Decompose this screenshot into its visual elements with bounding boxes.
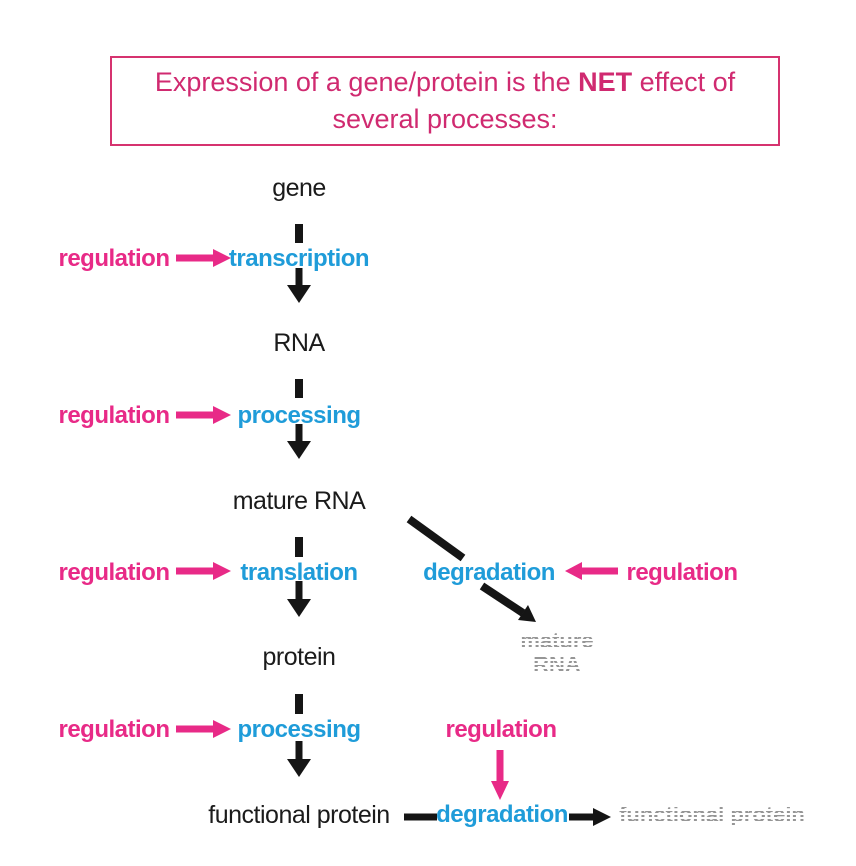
degraded-mature-rna-line2: RNA <box>533 652 581 677</box>
title-bold-net: NET <box>578 67 633 97</box>
process-rna-degradation: degradation <box>423 559 555 586</box>
process-transcription: transcription <box>228 245 370 272</box>
node-protein: protein <box>262 643 336 671</box>
transcription-flow-arrow <box>287 224 311 303</box>
regulation-label-rna-processing: regulation <box>58 402 170 429</box>
regulation-label-translation: regulation <box>58 559 170 586</box>
title-pre: Expression of a gene/protein is the <box>154 67 579 97</box>
regulation-arrow-rna-processing <box>176 406 231 424</box>
title-post: effect of several processes: <box>332 67 736 134</box>
process-translation: translation <box>240 559 358 586</box>
degraded-functional-protein: functional protein <box>582 803 842 827</box>
regulation-label-rna-degradation: regulation <box>626 559 738 586</box>
page-title: Expression of a gene/protein is the NET … <box>126 64 764 138</box>
degraded-mature-rna: mature RNA <box>497 629 617 677</box>
protein-processing-flow-arrow <box>287 694 311 777</box>
regulation-arrow-translation <box>176 562 231 580</box>
degraded-mature-rna-line1: mature <box>520 628 594 653</box>
process-protein-degradation: degradation <box>436 801 568 828</box>
title-box: Expression of a gene/protein is the NET … <box>110 56 780 146</box>
rna-processing-flow-arrow <box>287 379 311 459</box>
regulation-arrow-rna-degradation <box>565 562 618 580</box>
regulation-arrow-protein-degradation <box>491 750 509 800</box>
node-gene: gene <box>272 174 326 202</box>
protein-degradation-horizontal-arrow <box>404 808 611 826</box>
regulation-label-protein-degradation: regulation <box>445 716 557 743</box>
regulation-label-protein-processing: regulation <box>58 716 170 743</box>
process-protein-processing: processing <box>237 716 361 743</box>
node-rna: RNA <box>273 329 325 357</box>
regulation-label-transcription: regulation <box>58 245 170 272</box>
regulation-arrow-transcription <box>176 249 231 267</box>
rna-degradation-diagonal-arrow <box>406 515 536 622</box>
translation-flow-arrow <box>287 537 311 617</box>
node-mature-rna: mature RNA <box>232 487 366 515</box>
regulation-arrow-protein-processing <box>176 720 231 738</box>
node-functional-protein: functional protein <box>208 801 390 829</box>
process-rna-processing: processing <box>237 402 361 429</box>
